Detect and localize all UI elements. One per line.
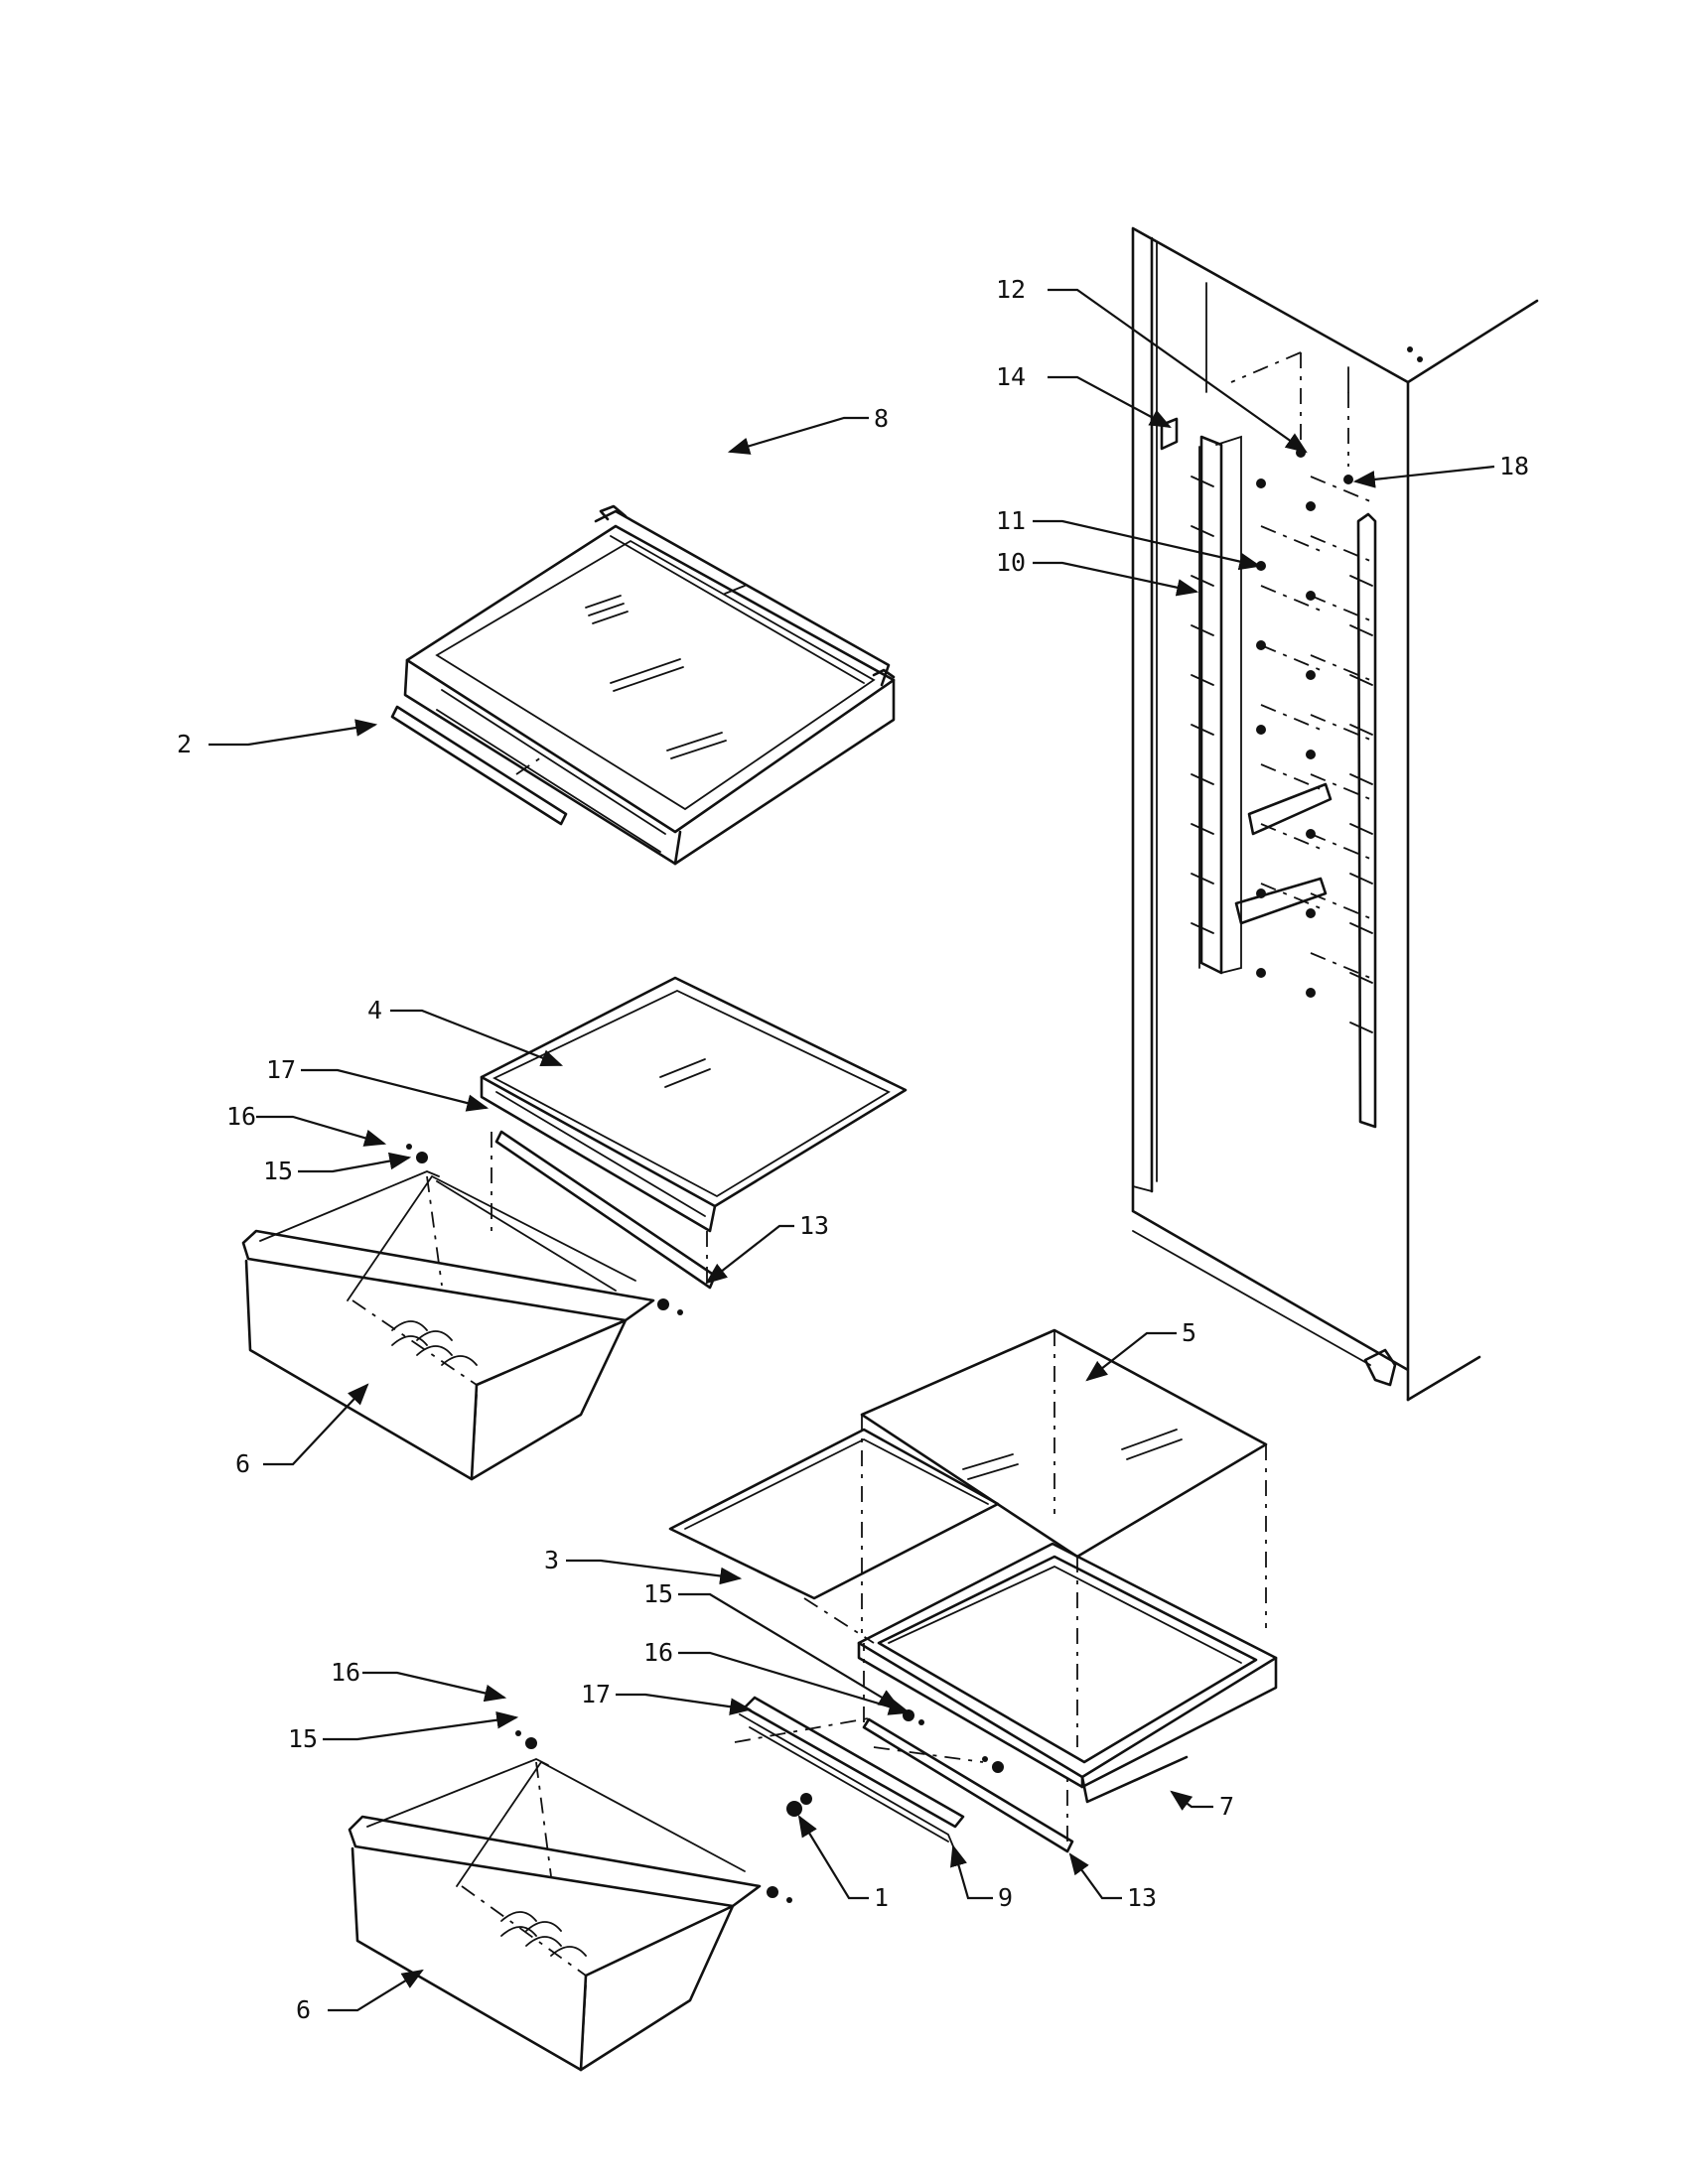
callout-16-middle: 16: [643, 1638, 673, 1667]
shelf-and-crisper-middle: [241, 976, 908, 1481]
callout-17-upper: 17: [266, 1055, 296, 1084]
callout-13-upper: 13: [799, 1211, 829, 1240]
callout-7: 7: [1219, 1792, 1234, 1821]
callout-3: 3: [544, 1546, 559, 1574]
crisper-drawer-lower: [348, 1730, 792, 2072]
callout-15-upper: 15: [263, 1157, 293, 1185]
callout-11: 11: [996, 506, 1026, 535]
cabinet-liner: [1131, 226, 1539, 1402]
callout-6-upper: 6: [235, 1449, 250, 1478]
callout-16-upper: 16: [226, 1102, 256, 1131]
callout-8: 8: [874, 404, 889, 433]
callout-17-lower: 17: [581, 1680, 611, 1708]
callout-leaders: [209, 288, 1495, 2012]
callout-4: 4: [367, 996, 382, 1024]
callout-5: 5: [1182, 1318, 1196, 1347]
callout-14: 14: [996, 362, 1026, 391]
callout-10: 10: [996, 548, 1026, 577]
callout-13-lower: 13: [1127, 1883, 1157, 1912]
callout-9: 9: [998, 1883, 1013, 1912]
callout-15-lower: 15: [288, 1724, 318, 1753]
callout-1: 1: [874, 1883, 889, 1912]
shelf-assembly-8: [390, 504, 896, 866]
callout-2: 2: [177, 730, 192, 758]
callout-numbers: 12 14 18 11 10 8 2 4 17 16 15 13 6 5 3 1…: [177, 275, 1529, 2024]
callout-18: 18: [1499, 452, 1529, 480]
callout-15-middle: 15: [643, 1579, 673, 1608]
callout-16-lower: 16: [331, 1658, 360, 1687]
callout-6-lower: 6: [296, 1995, 311, 2024]
crisper-cover-assembly-7: [668, 1328, 1278, 1853]
callout-12: 12: [996, 275, 1026, 304]
